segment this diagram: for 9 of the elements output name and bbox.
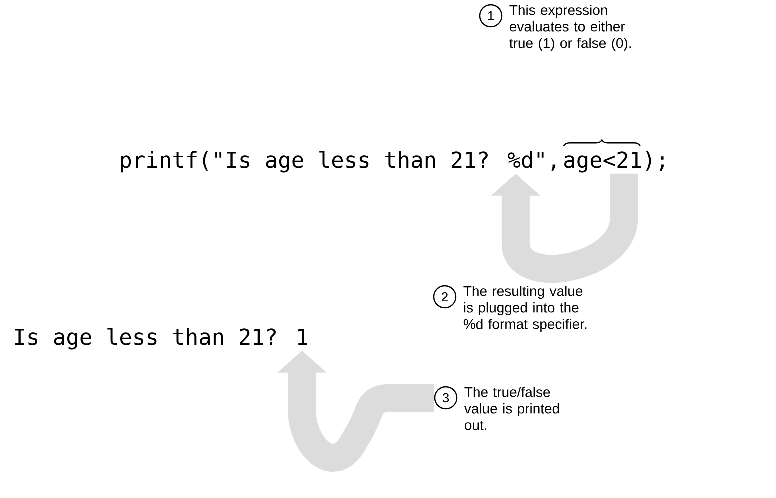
callout-number: 1 xyxy=(479,4,503,28)
callout-number: 2 xyxy=(433,285,457,309)
code-text: age<21); xyxy=(564,151,664,173)
callout-text: The resulting value is plugged into the %d format specifier. xyxy=(464,286,587,332)
code-text: printf("Is age less than 21? %d", xyxy=(121,151,556,173)
output-text: Is age less than 21? 1 xyxy=(15,328,308,350)
callout-text: This expression evaluates to either true (1) or false (0). xyxy=(510,5,632,52)
callout-text: The true/false value is printed out. xyxy=(464,387,560,430)
callout-number: 3 xyxy=(434,386,458,410)
